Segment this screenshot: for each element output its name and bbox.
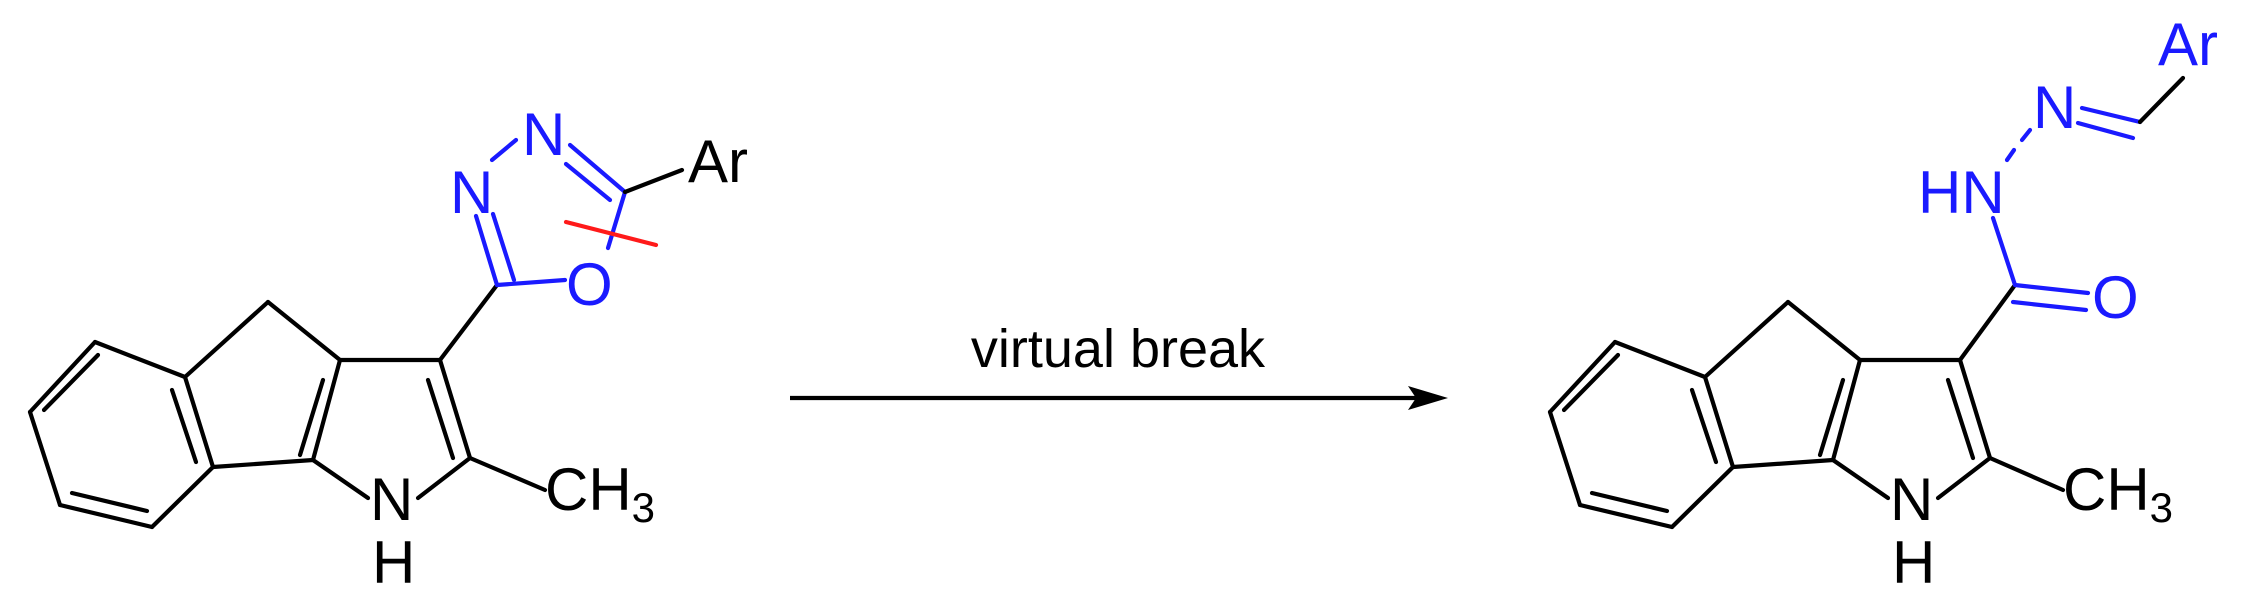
methyl-label: CH (2063, 456, 2150, 523)
bond (2019, 127, 2033, 143)
bond (310, 457, 371, 501)
bond (182, 374, 216, 470)
atom-label-hn: HN (1918, 159, 2005, 226)
bond (1785, 299, 1863, 363)
bond (1730, 457, 1836, 470)
methyl-group: CH3 (2063, 456, 2173, 531)
bond (1817, 377, 1846, 458)
atom-label-ar: Ar (2158, 11, 2218, 78)
bond (1957, 282, 2018, 363)
atom-label-n: N (1890, 466, 1933, 533)
bond (437, 357, 473, 461)
atom-label-n: N (370, 466, 413, 533)
bond (182, 299, 271, 380)
reaction-label: virtual break (971, 319, 1266, 379)
bond (494, 277, 568, 288)
reactant-molecule: N N O Ar N H CH3 (27, 101, 748, 596)
bond (1935, 455, 1993, 501)
bond (1830, 357, 1863, 463)
atom-label-ar: Ar (688, 128, 748, 195)
virtual-break-mark (563, 219, 659, 248)
bond (297, 377, 326, 458)
bond (2004, 147, 2017, 163)
product-molecule: Ar N HN O N H CH3 (1547, 11, 2218, 596)
atom-label-o: O (2092, 264, 2139, 331)
bond (490, 211, 517, 283)
bond (1612, 339, 1708, 380)
bond (605, 189, 628, 251)
bond (1702, 299, 1791, 380)
bond (265, 299, 343, 363)
bond (2012, 282, 2091, 296)
methyl-subscript: 3 (632, 484, 655, 531)
bond (92, 339, 188, 380)
atom-label-n: N (522, 101, 565, 168)
bond (57, 502, 155, 530)
bond (415, 455, 473, 501)
bond (2075, 120, 2136, 141)
methyl-subscript: 3 (2150, 484, 2173, 531)
bond (1689, 387, 1719, 465)
bond (1577, 502, 1675, 530)
arrow-head (1408, 386, 1448, 410)
bond (467, 455, 548, 493)
bond (169, 387, 199, 465)
bond (41, 352, 101, 413)
bond (1990, 215, 2018, 288)
bond (1945, 377, 1976, 461)
bond (1702, 374, 1736, 470)
bond (425, 377, 456, 461)
bond (489, 137, 519, 163)
bond (622, 167, 685, 195)
bond (567, 142, 628, 195)
bond (210, 457, 316, 470)
bond (1589, 490, 1670, 514)
bond (27, 339, 98, 415)
bond (27, 409, 63, 508)
bond (437, 282, 500, 363)
bond (1987, 455, 2066, 493)
bond (149, 464, 216, 530)
atom-label-n: N (2033, 74, 2076, 141)
bond (1669, 464, 1736, 530)
bond (563, 161, 613, 203)
atom-label-o: O (566, 251, 613, 318)
bond (1561, 352, 1621, 413)
atom-label-h: H (1892, 529, 1935, 596)
bond (310, 357, 343, 463)
bond (1547, 339, 1618, 415)
bond (1547, 409, 1583, 508)
methyl-label: CH (545, 456, 632, 523)
bond (2137, 75, 2186, 125)
bond (473, 213, 500, 288)
methyl-group: CH3 (545, 456, 655, 531)
bond (69, 490, 150, 514)
atom-label-n: N (450, 159, 493, 226)
reaction-arrow: virtual break (790, 319, 1448, 410)
bond (2079, 105, 2143, 125)
bond (1830, 457, 1891, 501)
bond (2010, 299, 2089, 313)
atom-label-h: H (372, 529, 415, 596)
bond (1957, 357, 1993, 461)
